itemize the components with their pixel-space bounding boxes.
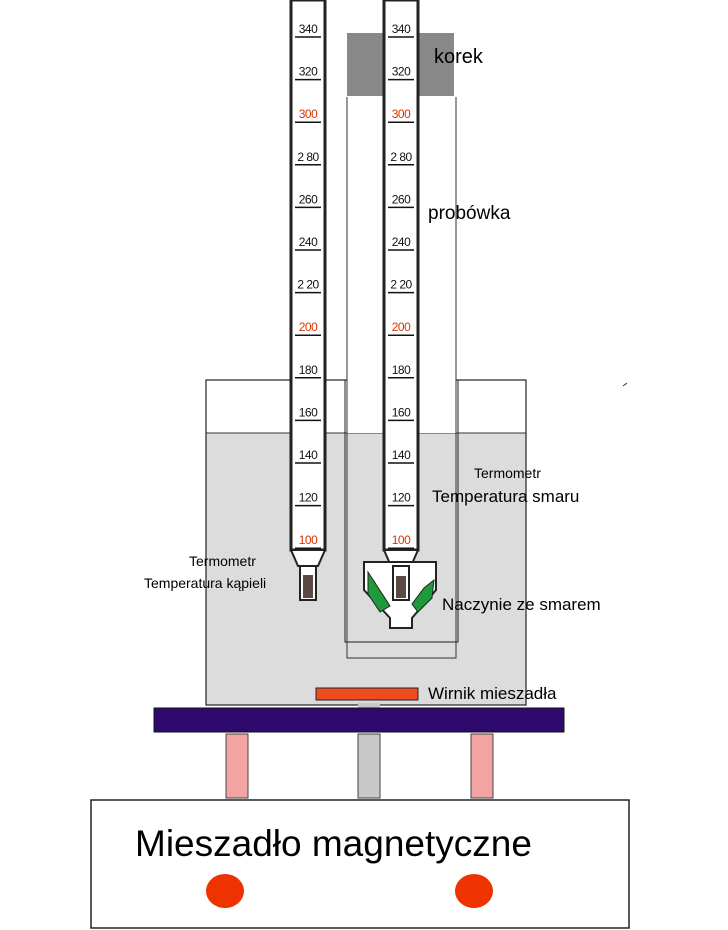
stir-bar [315, 687, 419, 701]
test-tube-label: probówka [428, 203, 511, 224]
thermometer-grease-tick-label: 120 [392, 491, 411, 505]
stir-bar-label: Wirnik mieszadła [428, 684, 557, 703]
thermometer-grease-tick-label: 340 [392, 22, 411, 36]
support-leg-right [470, 733, 494, 799]
stray-mark [622, 382, 628, 387]
thermometer-grease-tick-label: 160 [392, 405, 411, 419]
thermometer-grease-tick-label: 200 [392, 320, 411, 334]
thermometer-grease-tick-label: 100 [392, 533, 411, 547]
thermometer-bath-label-1: Termometr [189, 553, 256, 569]
thermometer-bath-neck [289, 549, 327, 567]
thermometer-bath-tick-label: 140 [299, 448, 318, 462]
magnetic-stirrer-base [90, 799, 630, 929]
stirrer-plate [153, 707, 565, 733]
thermometer-bath-tick-label: 240 [299, 235, 318, 249]
thermometer-grease: 340 320 300 2 80 260 240 2 20 200 180 160 140 120 10… [382, 0, 420, 567]
cork-label: korek [434, 46, 484, 68]
stirrer-knob-right[interactable] [455, 874, 493, 908]
thermometer-bath-tick-label: 120 [299, 491, 318, 505]
thermometer-bath-bulb [303, 575, 313, 598]
thermometer-bath-tick-label: 320 [299, 65, 318, 79]
grease-cup-fill-right [411, 578, 435, 613]
thermometer-bath-tick-label: 260 [299, 192, 318, 206]
thermometer-grease-tube [382, 0, 420, 552]
center-post [357, 733, 381, 799]
support-leg-left [225, 733, 249, 799]
thermometer-bath-tube [289, 0, 327, 552]
thermometer-grease-tick-label: 300 [392, 107, 411, 121]
thermometer-grease-tick-label: 240 [392, 235, 411, 249]
grease-cup [363, 561, 437, 629]
thermometer-grease-tick-label: 2 80 [390, 150, 412, 164]
thermometer-bath-tick-label: 200 [299, 320, 318, 334]
stirrer-knob-left[interactable] [206, 874, 244, 908]
thermometer-bath-scale: 340 320 300 2 80 260 240 2 20 200 180 160 140 120 10… [295, 22, 321, 549]
thermometer-grease-label-1: Termometr [474, 465, 541, 481]
thermometer-bath-label-2: Temperatura kąpieli [144, 575, 266, 591]
thermometer-grease-label-2: Temperatura smaru [432, 487, 579, 506]
thermometer-bath: 340 320 300 2 80 260 240 2 20 200 180 160 140 120 10… [289, 0, 327, 601]
thermometer-grease-tick-label: 140 [392, 448, 411, 462]
thermometer-bath-tick-label: 2 20 [297, 278, 319, 292]
grease-cup-bulb [396, 576, 406, 598]
thermometer-bath-tick-label: 100 [299, 533, 318, 547]
grease-cup-label: Naczynie ze smarem [442, 595, 601, 614]
thermometer-grease-tick-label: 320 [392, 65, 411, 79]
thermometer-bath-tick-label: 340 [299, 22, 318, 36]
thermometer-grease-tick-label: 2 20 [390, 278, 412, 292]
center-post-top [358, 703, 380, 708]
thermometer-grease-tick-label: 180 [392, 363, 411, 377]
thermometer-grease-scale: 340 320 300 2 80 260 240 2 20 200 180 160 140 120 10… [388, 22, 414, 549]
thermometer-grease-tick-label: 260 [392, 192, 411, 206]
thermometer-bath-tick-label: 160 [299, 405, 318, 419]
magnetic-stirrer-label: Mieszadło magnetyczne [135, 823, 532, 864]
test-tube-outline [346, 97, 457, 659]
thermometer-bath-tick-label: 2 80 [297, 150, 319, 164]
thermometer-bath-tick-label: 180 [299, 363, 318, 377]
thermometer-bath-tick-label: 300 [299, 107, 318, 121]
grease-cup-fill-left [367, 570, 391, 613]
test-tube-inner-outline [344, 380, 459, 643]
